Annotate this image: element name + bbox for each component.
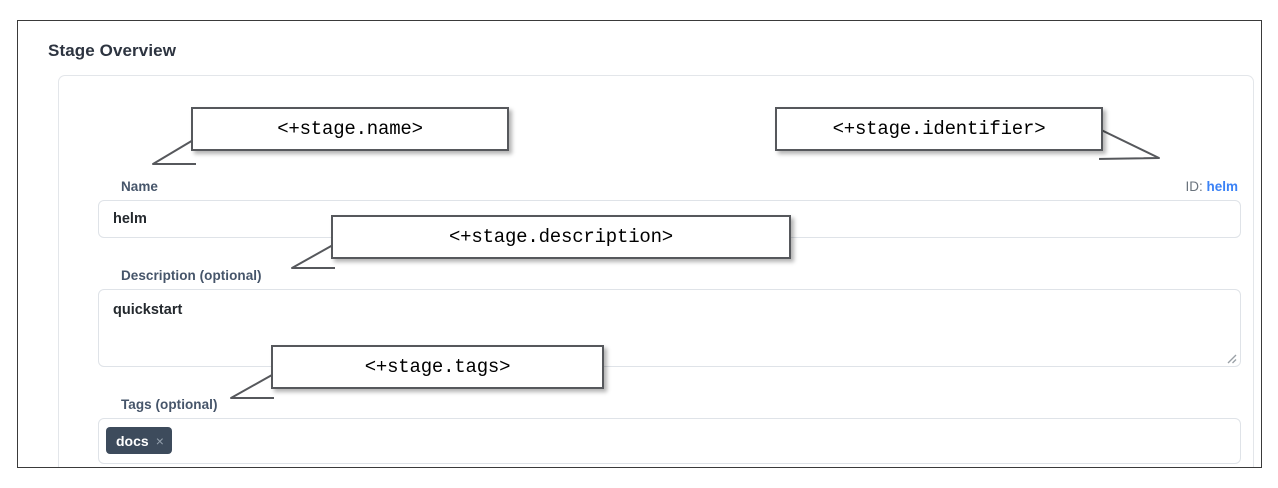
callout-tail-identifier bbox=[1093, 125, 1160, 161]
tags-input[interactable] bbox=[98, 418, 1241, 464]
name-field-label: Name bbox=[121, 179, 158, 194]
tag-chip-label: docs bbox=[116, 432, 149, 449]
page-title: Stage Overview bbox=[48, 41, 177, 60]
id-prefix-label: ID: bbox=[1185, 179, 1203, 194]
stage-identifier-readout: ID: helm bbox=[1185, 179, 1238, 194]
resize-grip-icon[interactable] bbox=[1224, 351, 1237, 364]
description-field-label: Description (optional) bbox=[121, 268, 262, 283]
tag-chip-docs[interactable]: docs × bbox=[106, 427, 172, 454]
callout-stage-description: <+stage.description> bbox=[331, 215, 791, 259]
callout-stage-name: <+stage.name> bbox=[191, 107, 509, 151]
description-value: quickstart bbox=[113, 302, 183, 318]
screenshot-frame: Stage Overview Name ID: helm helm Descri… bbox=[17, 20, 1262, 468]
id-value: helm bbox=[1206, 179, 1238, 194]
tags-field-label: Tags (optional) bbox=[121, 397, 218, 412]
callout-stage-tags: <+stage.tags> bbox=[271, 345, 604, 389]
close-x-icon[interactable]: × bbox=[155, 432, 164, 449]
description-textarea[interactable]: quickstart bbox=[98, 289, 1241, 367]
callout-stage-identifier: <+stage.identifier> bbox=[775, 107, 1103, 151]
